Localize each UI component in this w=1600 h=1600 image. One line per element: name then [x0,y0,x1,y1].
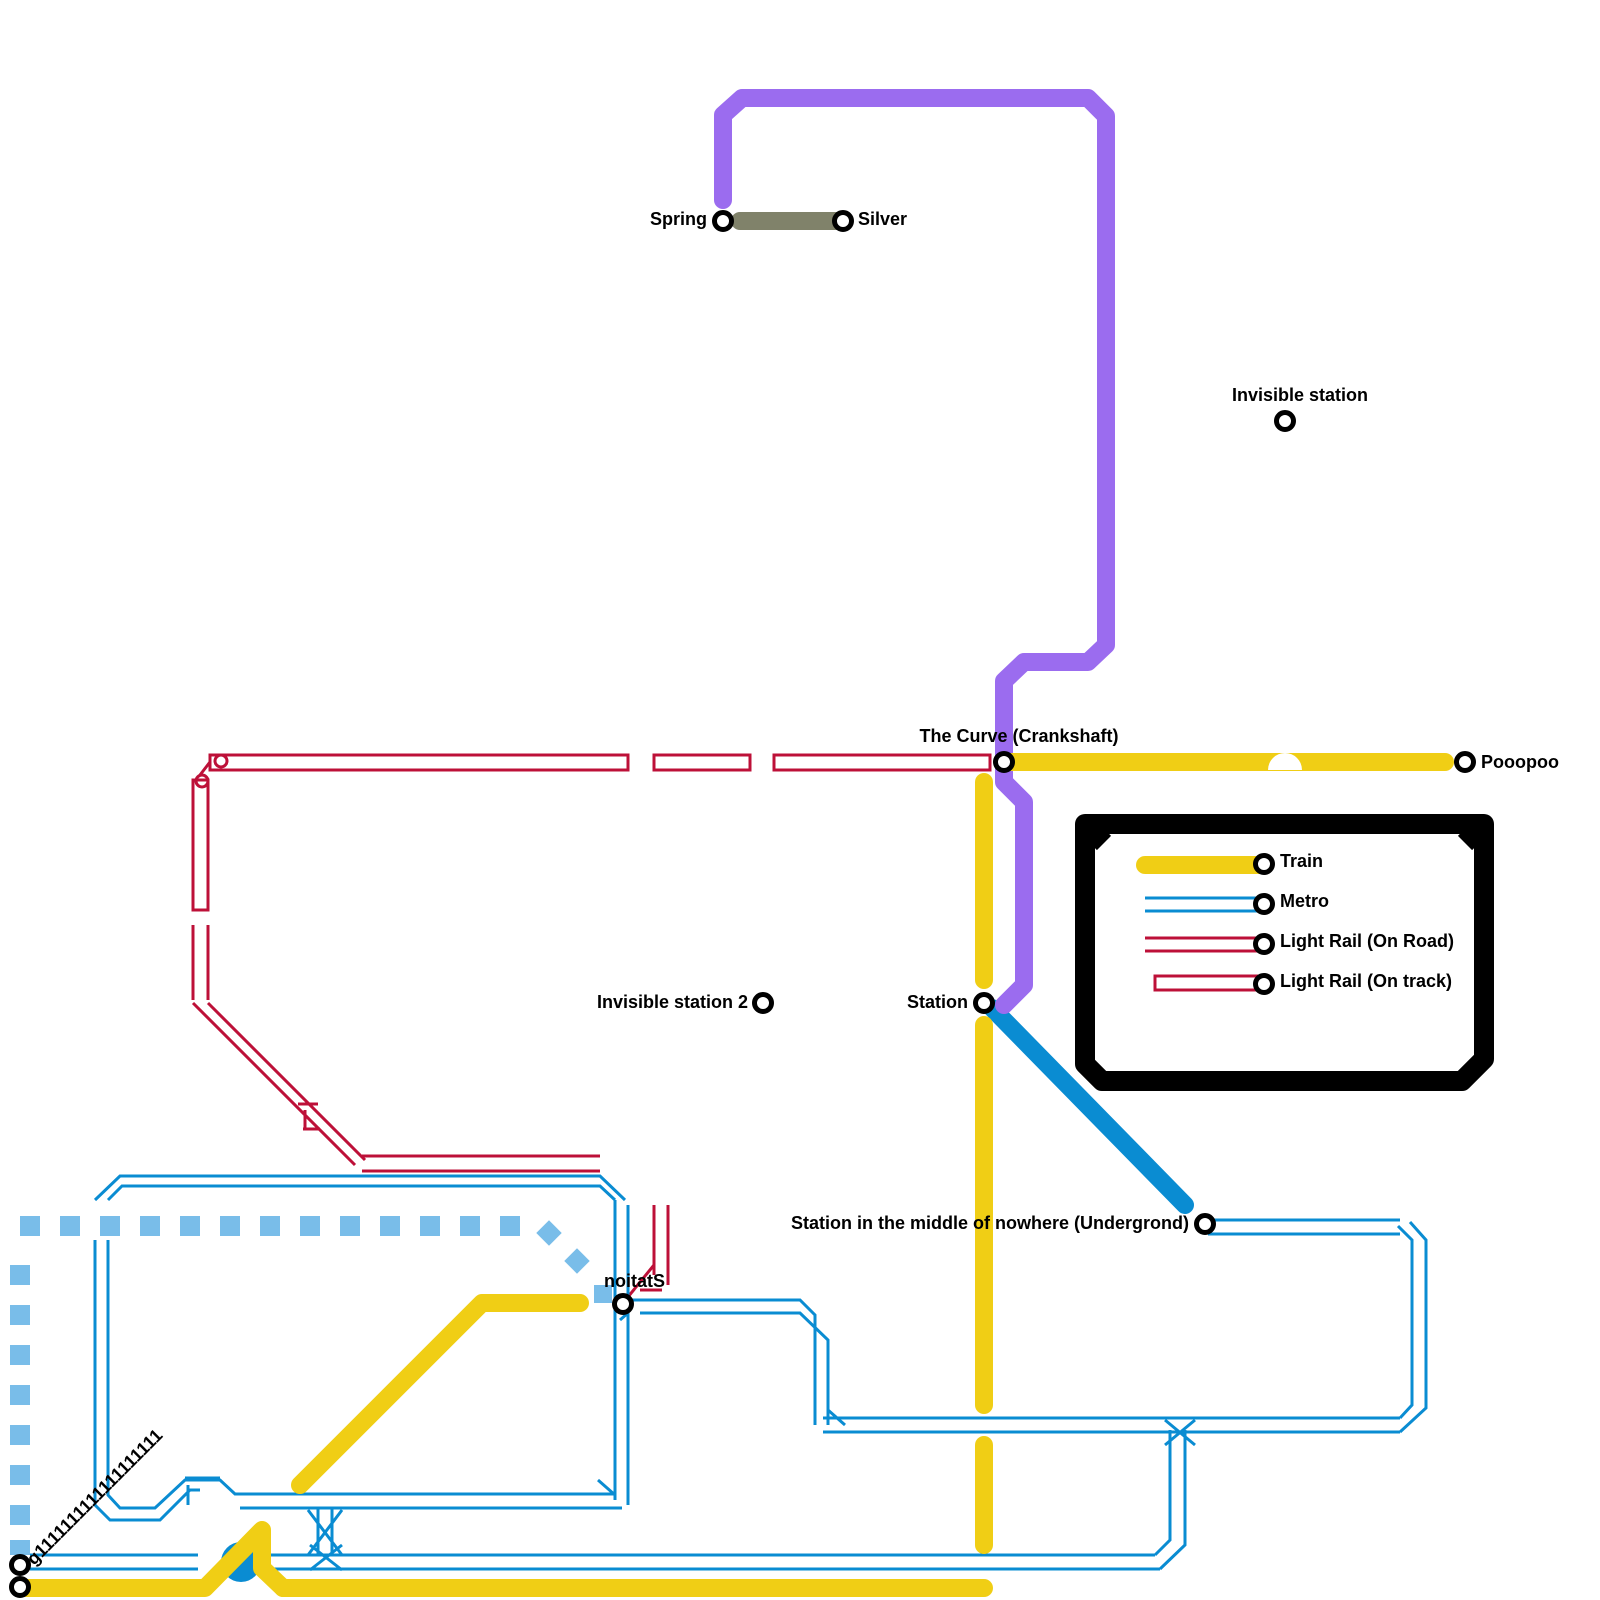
legend-train-label: Train [1280,851,1323,871]
legend-light-rail-road-label: Light Rail (On Road) [1280,931,1454,951]
station-labels: Spring Silver Invisible station The Curv… [23,209,1559,1569]
station-silver-label: Silver [858,209,907,229]
station-noitats-label: noitatS [604,1271,665,1291]
legend-metro-label: Metro [1280,891,1329,911]
metro-line [30,1174,1428,1572]
station-curve-label: The Curve (Crankshaft) [919,726,1118,746]
station-spring-label: Spring [650,209,707,229]
station-noitats-marker[interactable] [612,1293,634,1315]
legend: Train Metro Light Rail (On Road) Light R… [1075,814,1494,1091]
legend-train-marker [1253,853,1275,875]
stations [9,210,1476,1598]
metro-thick-segment [983,999,1194,1214]
station-station-label: Station [907,992,968,1012]
station-station-marker[interactable] [973,992,995,1014]
light-rail-line [191,753,992,1304]
station-invisible-marker[interactable] [1274,410,1296,432]
station-ones-marker-top[interactable] [9,1554,31,1576]
station-spring-marker[interactable] [712,210,734,232]
train-bump [1268,753,1302,770]
station-ones-marker-bottom[interactable] [9,1576,31,1598]
purple-line [714,89,1115,1014]
legend-light-rail-track-label: Light Rail (On track) [1280,971,1452,991]
station-pooopoo-marker[interactable] [1454,751,1476,773]
station-pooopoo-label: Pooopoo [1481,752,1559,772]
station-invisible-2-marker[interactable] [752,992,774,1014]
legend-light-rail-road-marker [1253,933,1275,955]
station-nowhere-label: Station in the middle of nowhere (Underg… [791,1213,1189,1233]
station-silver-marker[interactable] [832,210,854,232]
dotted-line [10,1216,612,1555]
legend-metro-marker [1253,893,1275,915]
train-line [16,753,1454,1597]
station-nowhere-marker[interactable] [1194,1213,1216,1235]
station-invisible-label: Invisible station [1232,385,1368,405]
station-invisible-2-label: Invisible station 2 [597,992,748,1012]
legend-light-rail-track-marker [1253,973,1275,995]
station-curve-marker[interactable] [993,751,1015,773]
